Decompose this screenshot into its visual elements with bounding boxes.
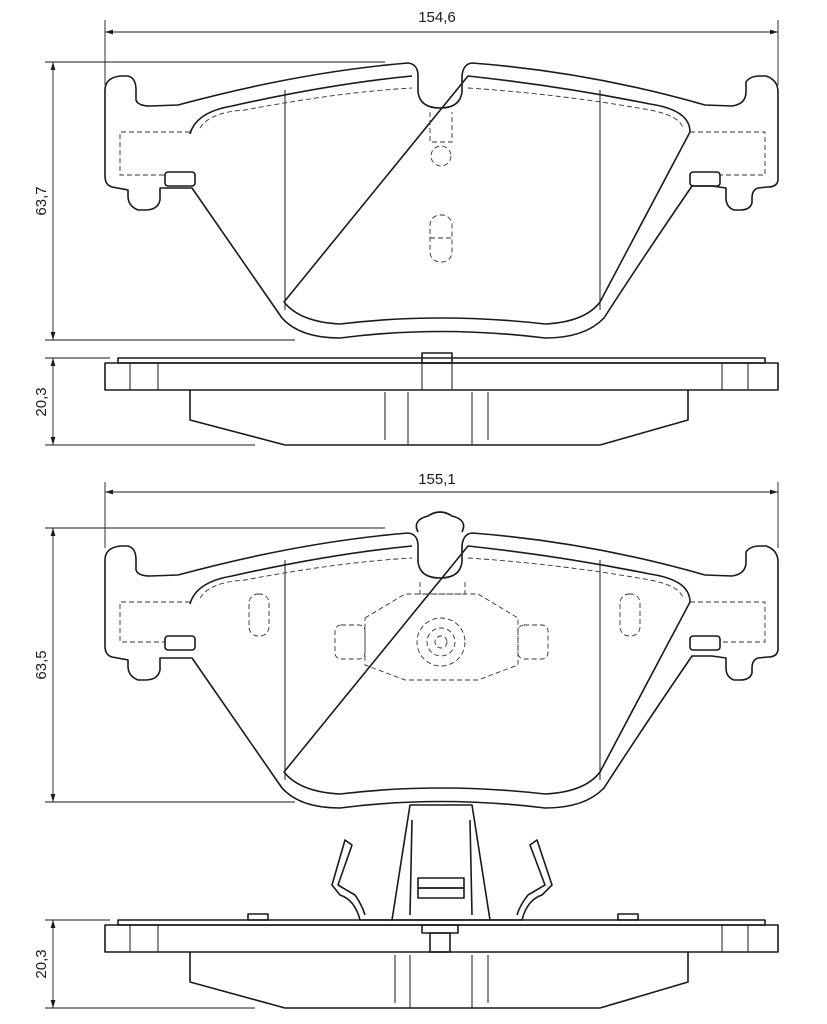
pad-1-height-label: 63,7 xyxy=(33,186,50,215)
pad-1-hidden-edge xyxy=(199,87,684,129)
pad-2-spring-left xyxy=(331,839,392,921)
pad-2-side-view xyxy=(104,804,779,1009)
pad-1-clip-left xyxy=(164,171,196,187)
pad-2-spring-right xyxy=(490,839,553,921)
pad-2-thickness-label: 20,3 xyxy=(33,949,50,978)
pad-1-backing-plate xyxy=(104,62,779,339)
pad-2-width-label: 155,1 xyxy=(418,471,456,488)
pad-2-wear-clip-loop xyxy=(415,511,465,533)
pad-2-clip-left xyxy=(164,635,196,651)
pad-1-hidden-pin xyxy=(429,214,453,263)
pad-1-side-view xyxy=(104,352,779,446)
pad-1-hidden-left xyxy=(119,131,190,176)
pad-1-hidden-slot xyxy=(429,112,453,143)
pad-2-hidden-sensor-plate xyxy=(364,593,519,681)
pad-2-height-label: 63,5 xyxy=(33,650,50,679)
pad-1-hidden-hole xyxy=(430,145,452,167)
pad-2-wear-sensor-clip xyxy=(391,804,491,921)
pad-2-dimensions: 155,1 63,5 20,3 xyxy=(33,471,779,1009)
pad-1-width-label: 154,6 xyxy=(418,9,456,26)
pad-2-backing-plate xyxy=(104,532,779,809)
pad-2-friction-material xyxy=(189,545,691,795)
pad-1-hidden-right xyxy=(690,131,766,176)
pad-2-front-view xyxy=(104,511,779,809)
pad-1-dimensions: 154,6 63,7 20,3 xyxy=(33,9,779,446)
pad-1-thickness-label: 20,3 xyxy=(33,387,50,416)
pad-1-front-view xyxy=(104,62,779,339)
pad-1-friction-material xyxy=(189,75,691,325)
pad-1-clip-right xyxy=(689,171,721,187)
pad-2-clip-right xyxy=(689,635,721,651)
